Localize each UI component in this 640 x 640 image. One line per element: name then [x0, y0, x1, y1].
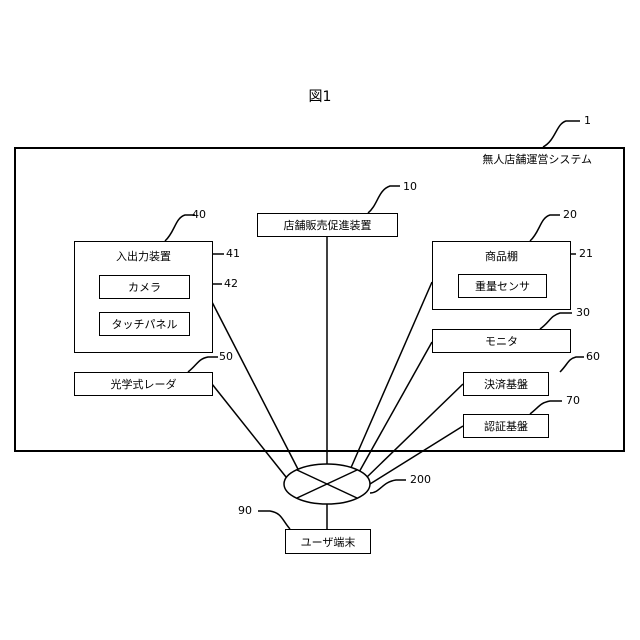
ref-user-terminal: 90: [238, 504, 252, 517]
payment-board-box: 決済基盤: [463, 372, 549, 396]
lidar-box: 光学式レーダ: [74, 372, 213, 396]
ref-shelf: 20: [563, 208, 577, 221]
io-device-label: 入出力装置: [75, 248, 212, 264]
ref-auth-board: 70: [566, 394, 580, 407]
ref-promotion-device: 10: [403, 180, 417, 193]
auth-board-label: 認証基盤: [484, 418, 528, 434]
ref-camera: 41: [226, 247, 240, 260]
weight-sensor-label: 重量センサ: [475, 278, 530, 294]
weight-sensor-box: 重量センサ: [458, 274, 547, 298]
monitor-box: モニタ: [432, 329, 571, 353]
promotion-device-label: 店舗販売促進装置: [284, 217, 372, 233]
monitor-label: モニタ: [485, 333, 518, 349]
leader-1: [543, 121, 580, 147]
leader-200: [370, 480, 406, 493]
ref-lidar: 50: [219, 350, 233, 363]
shelf-label: 商品棚: [433, 248, 570, 264]
ref-weight-sensor: 21: [579, 247, 593, 260]
user-terminal-box: ユーザ端末: [285, 529, 371, 554]
io-device-box: 入出力装置 カメラ タッチパネル: [74, 241, 213, 353]
ref-payment-board: 60: [586, 350, 600, 363]
touch-panel-label: タッチパネル: [112, 316, 178, 332]
figure-title: 図1: [0, 86, 640, 106]
system-label: 無人店舗運営システム: [482, 151, 592, 167]
shelf-box: 商品棚 重量センサ: [432, 241, 571, 310]
auth-board-box: 認証基盤: [463, 414, 549, 438]
ref-io-device: 40: [192, 208, 206, 221]
camera-label: カメラ: [128, 279, 161, 295]
lidar-label: 光学式レーダ: [111, 376, 177, 392]
camera-box: カメラ: [99, 275, 190, 299]
ref-network: 200: [410, 473, 431, 486]
promotion-device-box: 店舗販売促進装置: [257, 213, 398, 237]
ref-monitor: 30: [576, 306, 590, 319]
user-terminal-label: ユーザ端末: [301, 534, 356, 550]
payment-board-label: 決済基盤: [484, 376, 528, 392]
ref-touch-panel: 42: [224, 277, 238, 290]
leader-90: [258, 511, 290, 529]
touch-panel-box: タッチパネル: [99, 312, 190, 336]
ref-system: 1: [584, 114, 591, 127]
